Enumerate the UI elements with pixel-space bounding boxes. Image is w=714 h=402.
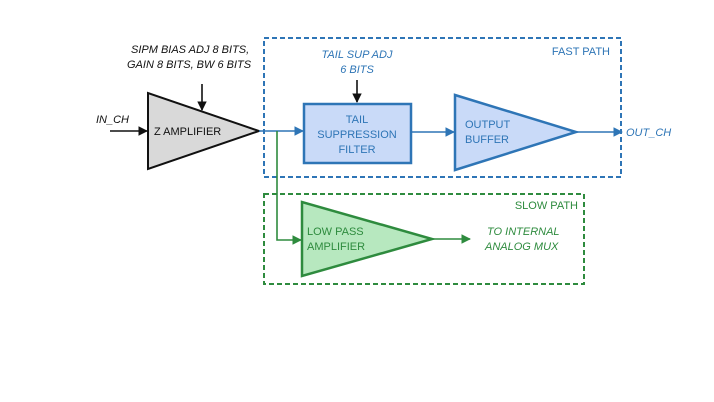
output-buffer-triangle xyxy=(453,93,581,172)
tsf-label-line1: TAIL xyxy=(346,114,368,126)
lpa-label-line1: LOW PASS xyxy=(307,226,364,238)
slow-path-box xyxy=(263,193,585,285)
in-ch-label: IN_CH xyxy=(96,114,129,126)
output-buffer-line1: OUTPUT xyxy=(465,119,511,131)
fast-path-label: FAST PATH xyxy=(552,46,610,58)
control-text-line2: GAIN 8 BITS, BW 6 BITS xyxy=(127,59,252,71)
tail-suppression-filter-box xyxy=(302,102,413,165)
mux-label-line1: TO INTERNAL xyxy=(487,226,560,238)
mux-label-line2: ANALOG MUX xyxy=(484,241,559,253)
low-pass-amplifier-triangle xyxy=(300,200,437,278)
fast-path-box xyxy=(263,37,622,178)
lpa-label-line2: AMPLIFIER xyxy=(307,241,365,253)
slow-path-label: SLOW PATH xyxy=(515,200,578,212)
slow-branch-wire xyxy=(276,131,302,245)
tsf-label-line2: SUPPRESSION xyxy=(317,129,397,141)
tail-sup-adj-line1: TAIL SUP ADJ xyxy=(322,49,393,61)
z-amplifier-label: Z AMPLIFIER xyxy=(154,126,221,138)
tsf-label-line3: FILTER xyxy=(338,144,375,156)
control-text-line1: SIPM BIAS ADJ 8 BITS, xyxy=(131,44,249,56)
out-ch-label: OUT_CH xyxy=(626,127,671,139)
z-amplifier-triangle xyxy=(147,91,263,171)
tail-sup-adj-line2: 6 BITS xyxy=(340,64,374,76)
output-buffer-line2: BUFFER xyxy=(465,134,509,146)
